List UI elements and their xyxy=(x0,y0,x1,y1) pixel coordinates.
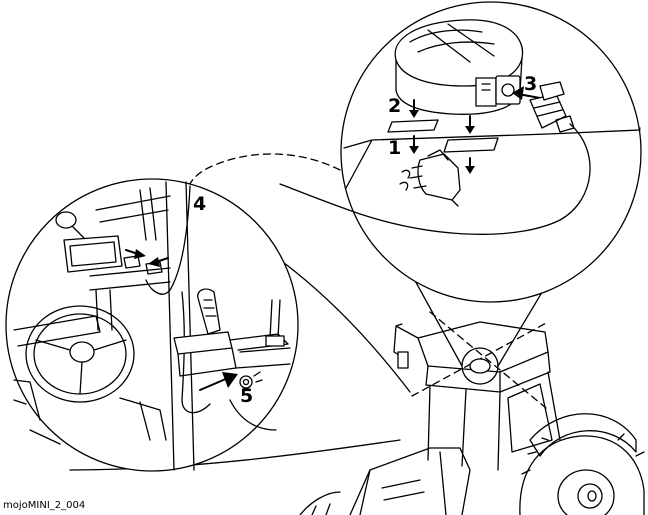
display-unit xyxy=(63,235,123,273)
mojo-mini-receiver xyxy=(394,19,524,115)
step-label-4: 4 xyxy=(193,193,206,215)
steering-wheel xyxy=(25,305,135,403)
cable-connector xyxy=(529,81,575,133)
placement-pad-right xyxy=(443,137,499,153)
cable-routing-dashed xyxy=(187,153,341,189)
placement-pad-left xyxy=(387,119,439,133)
rear-wheel xyxy=(519,433,645,515)
rear-fender xyxy=(529,413,637,457)
step-label-1: 1 xyxy=(388,137,401,159)
step-label-2: 2 xyxy=(388,95,401,117)
display-connector xyxy=(123,249,169,275)
cab-detail-circle: 4 5 xyxy=(5,178,299,472)
cab-cable xyxy=(145,185,211,414)
tractor xyxy=(299,311,645,515)
receiver-socket xyxy=(495,75,521,105)
receiver-cable xyxy=(279,123,591,235)
suction-mount xyxy=(55,211,85,239)
figure-caption: mojoMINI_2_004 xyxy=(3,500,86,511)
receiver-detail-circle: 1 2 3 xyxy=(279,1,642,303)
roof-surface xyxy=(343,129,641,189)
step-label-5: 5 xyxy=(240,385,253,407)
cab-pillars xyxy=(427,371,561,471)
cab-pillar xyxy=(139,181,195,471)
tractor-hood xyxy=(349,447,471,515)
cleaning-hand xyxy=(399,149,461,207)
power-socket xyxy=(199,371,263,391)
press-down-arrows xyxy=(409,99,475,174)
control-console xyxy=(173,288,291,377)
step-label-3: 3 xyxy=(524,73,537,95)
